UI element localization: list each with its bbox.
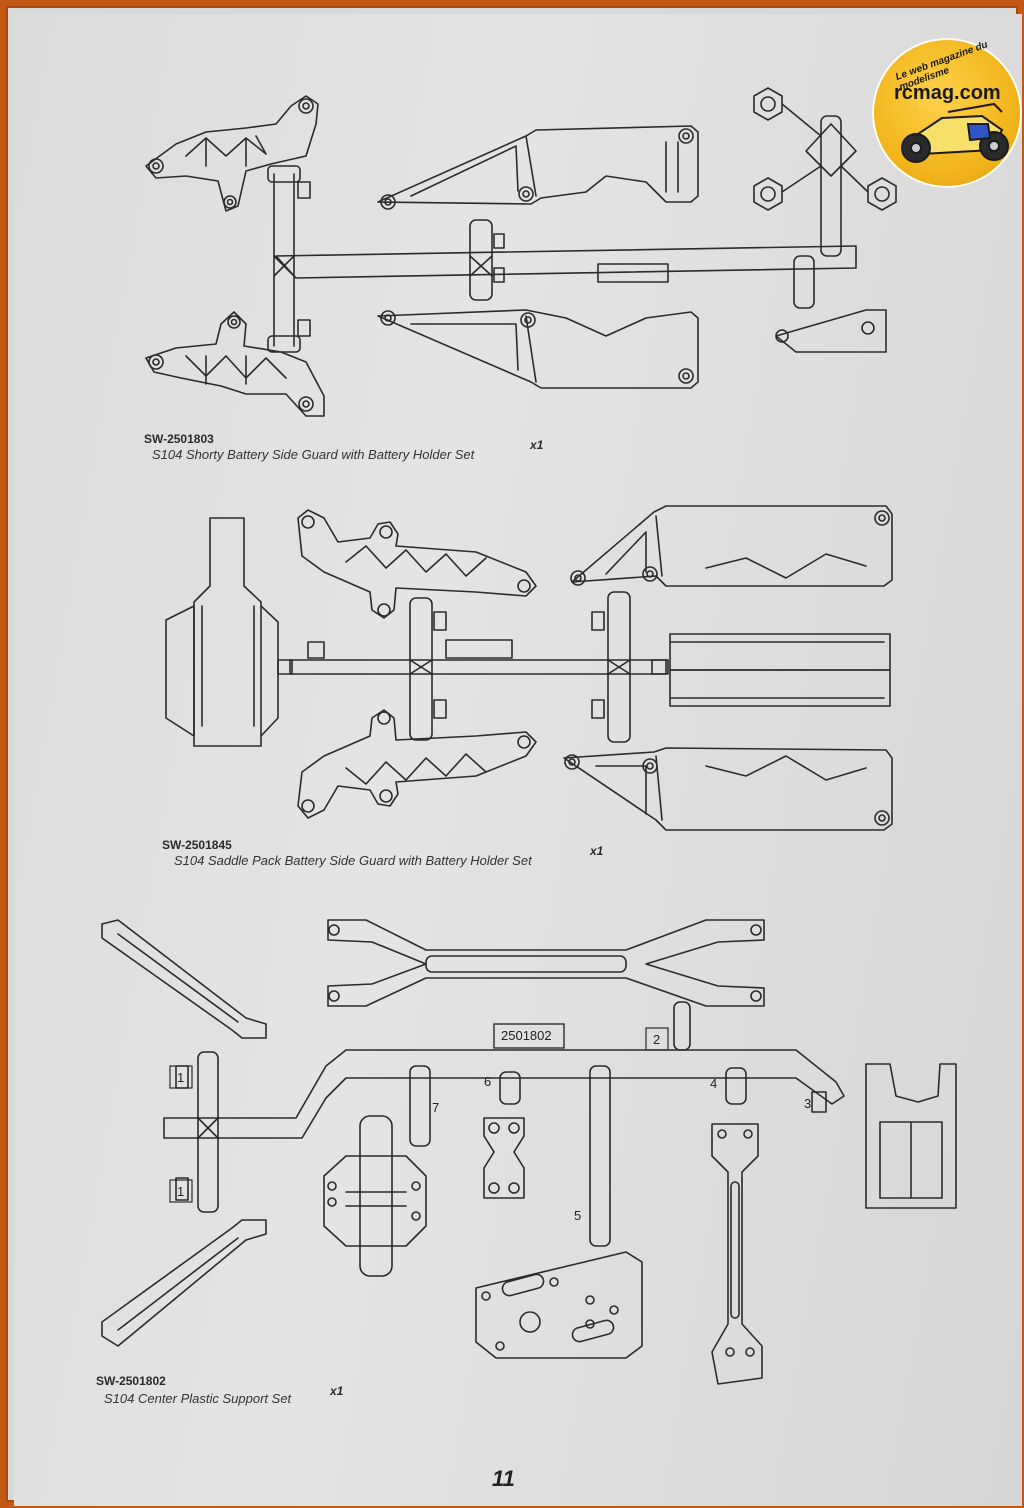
part-label-6: 6 <box>484 1074 492 1089</box>
part-description-2: S104 Saddle Pack Battery Side Guard with… <box>174 853 532 868</box>
side-guard-lower-2 <box>297 709 537 819</box>
part-code-1: SW-2501803 <box>144 432 214 446</box>
side-guard-upper-2 <box>297 509 537 619</box>
battery-holder-lower-2 <box>563 747 893 831</box>
part-description-1: S104 Shorty Battery Side Guard with Batt… <box>152 447 475 462</box>
part-4-long-brace-3 <box>711 1123 763 1385</box>
part-label-5: 5 <box>574 1208 582 1223</box>
long-arm-upper-3 <box>101 919 267 1039</box>
part-qty-3: x1 <box>330 1384 344 1398</box>
mount-plate-1 <box>775 309 887 353</box>
x-brace-3 <box>327 919 765 1007</box>
sprue-tree-2 <box>277 591 669 743</box>
part-code-3: SW-2501802 <box>96 1374 166 1388</box>
part-label-3: 3 <box>804 1096 812 1111</box>
part-label-2: 2 <box>653 1032 661 1047</box>
part-6-link-3 <box>483 1117 525 1199</box>
side-guard-lower-1 <box>145 311 325 417</box>
page-number: 11 <box>492 1466 515 1491</box>
logo-text: rcmag.com <box>894 82 1001 104</box>
part-label-1a: 1 <box>177 1070 185 1085</box>
side-guard-upper-1 <box>145 95 319 212</box>
rcmag-logo: Le web magazine du modelisme rcmag.com <box>872 38 1022 188</box>
part-label-1b: 1 <box>177 1184 185 1199</box>
sprue-tree-3 <box>163 1001 845 1247</box>
battery-slots-2 <box>669 633 891 707</box>
rc-buggy-icon <box>901 102 1009 163</box>
top-plate-3 <box>475 1251 643 1359</box>
tree-number-label: 2501802 <box>501 1028 552 1043</box>
battery-holder-upper-2 <box>570 505 893 587</box>
long-arm-lower-3 <box>101 1219 267 1347</box>
part-qty-1: x1 <box>530 438 544 452</box>
part-7-mount-3 <box>323 1115 427 1277</box>
sprue-tree-1 <box>267 115 857 353</box>
part-label-4: 4 <box>710 1076 718 1091</box>
part-label-7: 7 <box>432 1100 440 1115</box>
part-qty-2: x1 <box>590 844 604 858</box>
battery-holder-upper-1 <box>377 125 699 210</box>
battery-holder-lower-1 <box>377 309 699 389</box>
saddle-battery-cup-2 <box>165 517 279 747</box>
part-description-3: S104 Center Plastic Support Set <box>104 1391 292 1406</box>
mount-3 <box>865 1063 957 1209</box>
page-frame: SW-2501803 S104 Shorty Battery Side Guar… <box>6 6 1022 1506</box>
parts-drawing <box>101 87 957 1385</box>
manual-page: SW-2501803 S104 Shorty Battery Side Guar… <box>14 14 1022 1506</box>
strap-nuts-1 <box>753 87 897 211</box>
part-code-2: SW-2501845 <box>162 838 232 852</box>
